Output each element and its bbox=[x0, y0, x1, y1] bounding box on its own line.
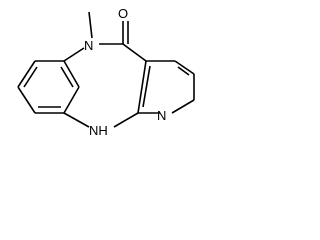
bond-n-benzene bbox=[63, 47, 85, 62]
pyridine-double-2 bbox=[142, 65, 151, 108]
benzene-bond-6 bbox=[63, 60, 80, 88]
benzene-double-3 bbox=[60, 66, 74, 88]
atom-labels: N O N NH bbox=[84, 6, 166, 138]
pyridine-nitrogen-label: N bbox=[157, 108, 166, 123]
pyridine-double-1 bbox=[177, 66, 190, 76]
pyridine-bond-4 bbox=[171, 99, 195, 114]
carbonyl-oxygen-label: O bbox=[118, 6, 128, 21]
n-methyl-label: N bbox=[84, 38, 93, 53]
structure-canvas: N O N NH bbox=[0, 0, 234, 150]
benzene-bond-5 bbox=[63, 86, 80, 114]
bond-benzene-nh bbox=[63, 112, 90, 128]
benzene-bond-3 bbox=[17, 86, 36, 114]
pyridine-bond-6 bbox=[137, 60, 147, 114]
benzene-double-1 bbox=[23, 66, 38, 88]
bond-n-methyl bbox=[88, 11, 93, 39]
benzene-bond-2 bbox=[17, 60, 36, 88]
chemical-structure-diagram: N O N NH bbox=[17, 6, 195, 138]
bond-carbonyl-pyridine bbox=[122, 43, 147, 62]
bonds bbox=[17, 11, 195, 128]
amine-nh-label: NH bbox=[89, 123, 108, 138]
pyridine-bond-2 bbox=[174, 60, 195, 75]
bond-nh-pyridine bbox=[113, 112, 139, 128]
